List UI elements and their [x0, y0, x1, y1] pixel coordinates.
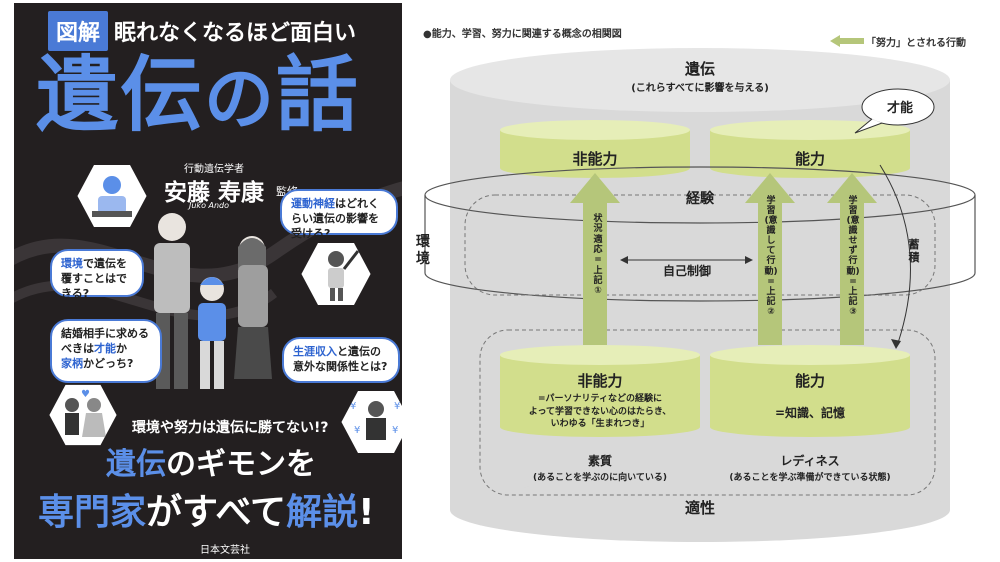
publisher: 日本文芸社	[200, 545, 250, 556]
svg-text:¥: ¥	[354, 425, 360, 436]
question-bubble-income: 生涯収入と遺伝の意外な関係性とは?	[282, 337, 400, 383]
book-cover: 図解 眠れなくなるほど面白い 遺伝の話 行動遺伝学者 安藤 寿康 監修 Juko…	[14, 3, 402, 559]
top-right-cylinder-bottom	[710, 158, 910, 178]
bottom-right-description: =知識、記憶	[774, 406, 846, 420]
environment-label: 環境	[416, 234, 430, 267]
question-bubble-marriage: 結婚相手に求めるべきは才能か家柄かどっち?	[50, 319, 162, 383]
aptitude-footer-label: 適性	[684, 499, 715, 517]
bottom-left-nonability-label: 非能力	[577, 372, 623, 390]
aptitude-left-label: 素質	[587, 454, 612, 468]
bottom-left-cylinder-top	[500, 345, 700, 365]
concept-diagram	[424, 48, 976, 542]
arrow-1	[570, 173, 620, 345]
aptitude-right-description: (あることを学ぶ準備ができている状態)	[729, 473, 891, 483]
experience-label: 経験	[686, 191, 714, 207]
talent-bubble-tail	[854, 118, 883, 134]
bottom-right-cylinder-top	[710, 345, 910, 365]
legend-arrow-icon	[830, 35, 864, 47]
legend-label: 「努力」とされる行動	[866, 38, 966, 49]
self-control-arrowhead-left	[620, 256, 628, 264]
environment-ring-front	[424, 195, 976, 302]
author-name: 安藤 寿康	[164, 180, 265, 206]
top-left-cylinder-top	[500, 120, 690, 140]
bottom-left-description: =パーソナリティなどの経験によって学習できない心のはたらき、いわゆる「生まれつき…	[528, 394, 672, 430]
bottom-left-cylinder-body	[500, 355, 700, 427]
cover-badge: 図解	[48, 11, 108, 51]
arrow-1-label: 状況適応=上記①	[593, 214, 603, 297]
question-bubble-athletic: 運動神経はどれくらい遺伝の影響を受ける?	[280, 189, 398, 240]
heredity-sublabel: (これらすべてに影響を与える)	[631, 83, 769, 94]
aptitude-left-description: (あることを学ぶのに向いている)	[533, 473, 667, 483]
cover-subtitle: 遺伝のギモンを	[106, 447, 316, 482]
cover-tagline: 環境や努力は遺伝に勝てない!?	[132, 420, 329, 436]
self-control-label: 自己制御	[662, 264, 711, 278]
svg-text:¥: ¥	[350, 401, 356, 412]
outer-cylinder-bottom	[450, 478, 950, 542]
arrow-3	[827, 173, 877, 345]
aptitude-dashed-box	[479, 329, 936, 496]
accumulation-label: 蓄積	[908, 238, 920, 265]
question-bubble-environment: 環境で遺伝を覆すことはできる?	[50, 249, 144, 300]
svg-text:¥: ¥	[392, 425, 398, 436]
cover-top-line: 眠れなくなるほど面白い	[114, 21, 357, 46]
talent-label: 才能	[886, 101, 913, 116]
accumulation-arrow	[879, 164, 911, 344]
outer-cylinder-top	[450, 48, 950, 112]
svg-text:¥: ¥	[394, 401, 400, 412]
bottom-right-ability-label: 能力	[794, 372, 825, 390]
wedding-couple-illustration: ♥	[49, 384, 117, 446]
author-role: 行動遺伝学者	[184, 164, 244, 175]
top-left-cylinder-bottom	[500, 158, 690, 178]
bottom-right-cylinder-bottom	[710, 417, 910, 437]
aptitude-right-label: レディネス	[780, 454, 840, 468]
studying-boy-illustration	[77, 164, 147, 228]
arrow-3-label: 学習(意識せず行動)=上記③	[846, 196, 860, 317]
cover-main-title: 遺伝の話	[36, 48, 361, 143]
baseball-player-illustration	[301, 242, 371, 306]
family-illustration	[154, 213, 272, 389]
top-right-ability-label: 能力	[794, 150, 825, 168]
arrow-2	[745, 173, 795, 345]
self-control-arrowhead-right	[745, 256, 753, 264]
bottom-right-cylinder-body	[710, 355, 910, 427]
cover-bottom-title: 専門家がすべて解説!	[38, 492, 375, 533]
experience-dashed-box	[464, 194, 936, 296]
svg-text:♥: ♥	[81, 389, 90, 400]
accumulation-arrowhead	[891, 339, 901, 349]
talent-bubble	[861, 88, 935, 126]
bottom-left-cylinder-bottom	[500, 417, 700, 437]
arrow-2-label: 学習(意識して行動)=上記②	[764, 196, 778, 317]
top-right-cylinder-top	[710, 120, 910, 140]
author-romanized: Juko Ando	[189, 201, 230, 210]
top-left-nonability-label: 非能力	[572, 150, 618, 168]
diagram-title: ●能力、学習、努力に関連する概念の相関図	[423, 29, 622, 40]
heredity-label: 遺伝	[684, 60, 715, 78]
